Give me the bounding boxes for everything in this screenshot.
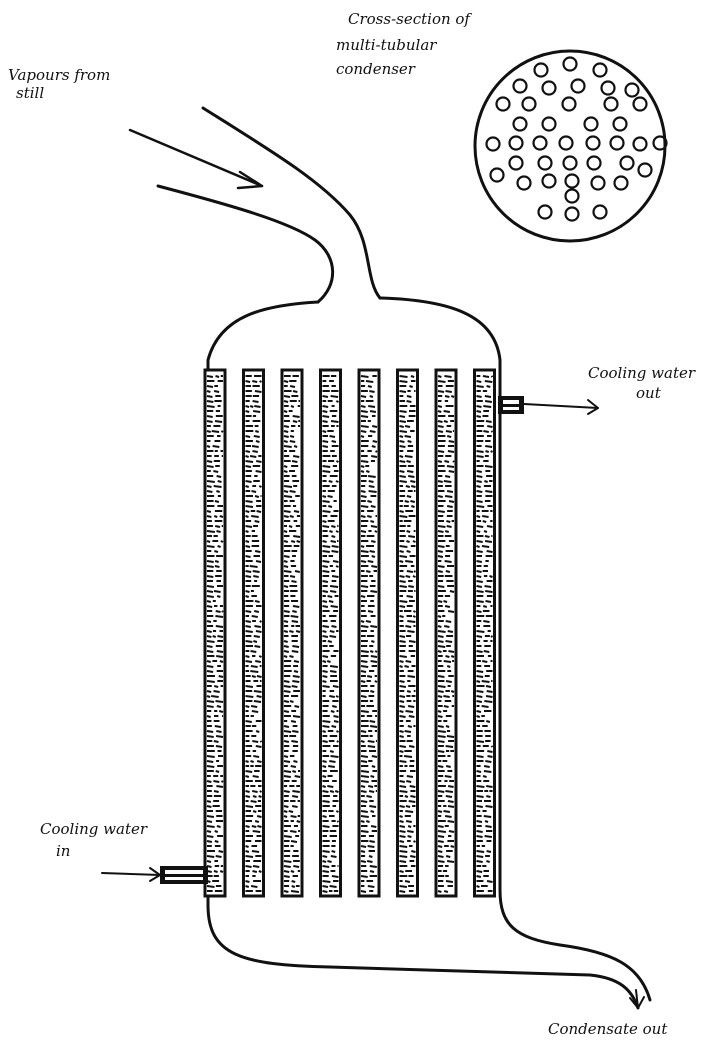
water-in-label-line1: Cooling water [40, 820, 148, 838]
cross-section-tube [592, 204, 608, 220]
cross-section-label-line1: Cross-section of [348, 10, 472, 28]
cross-section-tube [564, 206, 580, 222]
condenser-tube [473, 368, 496, 898]
vapours-label-line1: Vapours from [8, 66, 110, 84]
cross-section-tube [516, 175, 532, 191]
cross-section-tube [585, 135, 601, 151]
cross-section-tube [609, 135, 625, 151]
condenser-tube [434, 368, 458, 898]
cross-section-tube [600, 80, 616, 96]
condenser-tubes [203, 368, 496, 898]
cross-section-tube [558, 135, 574, 151]
cross-section-tube [564, 188, 580, 204]
cross-section-tube [592, 62, 608, 78]
cross-section-outline [473, 49, 667, 243]
cross-section-tube [521, 96, 537, 112]
condenser-shell [206, 300, 640, 1010]
cross-section-tube [541, 116, 557, 132]
cross-section-tube [561, 96, 577, 112]
cross-section-tube [624, 82, 640, 98]
condenser-shell-right [378, 296, 652, 1002]
cross-section-tube [637, 162, 653, 178]
cross-section-tube [532, 135, 548, 151]
cross-section-tube [590, 175, 606, 191]
cross-section-tube [537, 204, 553, 220]
cross-section-tube [612, 116, 628, 132]
cross-section-tube [485, 136, 501, 152]
water-out-label-line2: out [636, 384, 662, 402]
cross-section-tube [533, 62, 549, 78]
cross-section-tube [583, 116, 599, 132]
cross-section-tube [570, 78, 586, 94]
cooling-water-in-nozzle [101, 866, 208, 884]
cross-section-view [473, 49, 668, 243]
cross-section-tube [508, 155, 524, 171]
cross-section-tube [652, 135, 668, 151]
cross-section-tube [632, 136, 648, 152]
condenser-tube [396, 368, 419, 898]
water-in-label-line2: in [56, 842, 70, 860]
cross-section-tube [512, 116, 528, 132]
water-out-label-line1: Cooling water [588, 364, 696, 382]
condensate-arrow [629, 989, 645, 1009]
cooling-water-out-nozzle [498, 396, 599, 415]
condenser-tube [319, 368, 342, 898]
cross-section-tube [541, 173, 557, 189]
cross-section-tube [562, 56, 578, 72]
cross-section-tube [613, 175, 629, 191]
condenser-tube [203, 368, 227, 898]
condenser-tube [242, 368, 265, 898]
cross-section-label-line3: condenser [336, 60, 416, 78]
cross-section-tube [489, 167, 505, 183]
vapours-label-line2: still [16, 84, 44, 102]
cross-section-tube [512, 78, 528, 94]
vapour-inlet-pipe-right-wall [201, 106, 382, 300]
cross-section-tube [603, 96, 619, 112]
vapour-arrowhead [236, 170, 264, 190]
condenser-tube [280, 368, 304, 898]
cross-section-tube [541, 80, 557, 96]
vapour-inlet-pipe-left-wall [156, 184, 335, 304]
cross-section-tube [564, 173, 580, 189]
condenser-tube [357, 368, 381, 898]
cross-section-label-line2: multi-tubular [336, 36, 437, 54]
cross-section-tube [495, 96, 511, 112]
condensate-label: Condensate out [548, 1020, 668, 1038]
cross-section-tube [619, 155, 635, 171]
vapour-flow-arrow [128, 128, 264, 188]
cross-section-tube [632, 96, 648, 112]
cross-section-tube [562, 155, 578, 171]
cross-section-tube [508, 135, 524, 151]
cross-section-tube [586, 155, 602, 171]
cross-section-tube [537, 155, 553, 171]
